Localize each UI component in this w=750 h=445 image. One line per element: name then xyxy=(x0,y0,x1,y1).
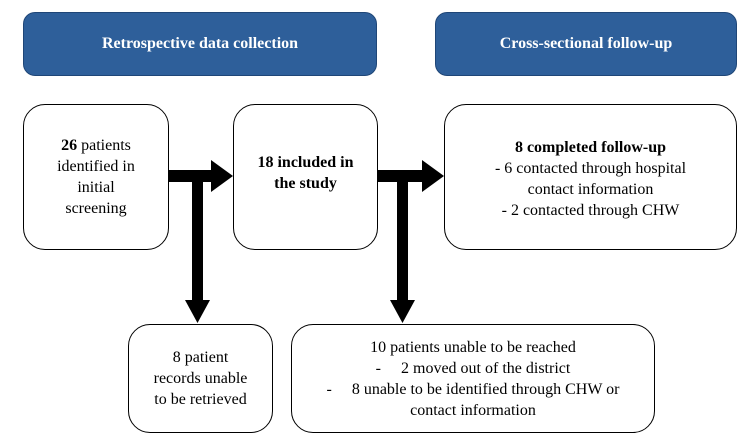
branch-stem-1 xyxy=(192,176,203,302)
unreached-line-4: contact information xyxy=(410,401,536,419)
included-line-2: the study xyxy=(274,175,337,192)
arrow-head-2 xyxy=(422,160,444,192)
followup-line-3: contact information xyxy=(527,181,654,198)
arrow-head-1 xyxy=(211,160,233,192)
records-line-1: 8 patient xyxy=(172,349,229,366)
header-follow-up: Cross-sectional follow-up xyxy=(435,12,737,76)
followup-line-2: - 6 contacted through hospital xyxy=(494,160,687,177)
included-box: 18 included in the study xyxy=(233,104,378,250)
followup-title: 8 completed follow-up xyxy=(514,139,667,156)
screening-line-1: 26 patients xyxy=(61,135,131,156)
records-line-3: to be retrieved xyxy=(154,391,247,408)
branch-stem-2 xyxy=(397,176,408,302)
header-retrospective-label: Retrospective data collection xyxy=(101,35,299,52)
screening-line-3: initial xyxy=(77,179,115,196)
records-box: 8 patient records unable to be retrieved xyxy=(128,324,273,433)
followup-line-4: - 2 contacted through CHW xyxy=(501,202,680,219)
screening-count: 26 xyxy=(61,137,78,154)
screening-line-1-rest: patients xyxy=(77,137,131,154)
followup-box: 8 completed follow-up - 6 contacted thro… xyxy=(444,104,737,250)
header-retrospective: Retrospective data collection xyxy=(23,12,377,76)
branch-head-1 xyxy=(185,300,210,323)
screening-line-4: screening xyxy=(65,200,127,217)
records-line-2: records unable xyxy=(153,370,248,387)
included-line-1: 18 included in xyxy=(257,154,354,171)
arrow-shaft-1 xyxy=(169,170,213,182)
header-follow-up-label: Cross-sectional follow-up xyxy=(499,35,673,52)
unreached-title: 10 patients unable to be reached xyxy=(370,338,576,356)
unreached-box: 10 patients unable to be reached - 2 mov… xyxy=(291,324,655,433)
screening-line-2: identified in xyxy=(57,158,135,175)
unreached-line-3: - 8 unable to be identified through CHW … xyxy=(326,380,620,398)
screening-box: 26 patients identified in initial screen… xyxy=(23,104,169,250)
branch-head-2 xyxy=(390,300,415,323)
unreached-line-2: - 2 moved out of the district xyxy=(375,359,571,377)
